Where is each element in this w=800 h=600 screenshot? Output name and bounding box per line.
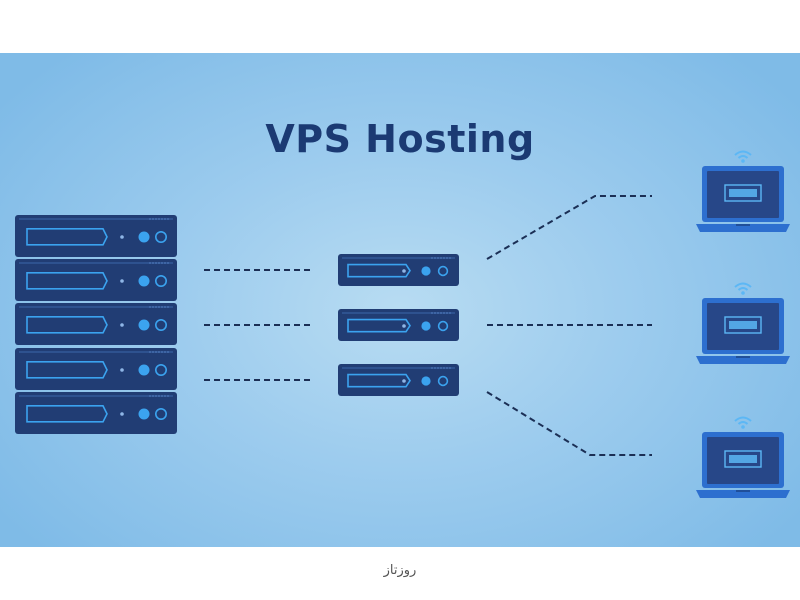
virtual-server-icon xyxy=(338,309,459,341)
laptop-icon xyxy=(696,150,790,232)
wifi-icon xyxy=(734,416,752,429)
server-rack-icon xyxy=(15,215,177,434)
connector-line xyxy=(486,391,652,456)
client-laptops xyxy=(696,150,790,498)
virtual-servers xyxy=(338,254,459,396)
rack-unit xyxy=(15,215,177,257)
rack-unit xyxy=(15,303,177,345)
connector-line xyxy=(486,195,652,260)
wifi-icon xyxy=(734,150,752,163)
wifi-icon xyxy=(734,282,752,295)
rack-unit xyxy=(15,392,177,434)
virtual-server-icon xyxy=(338,364,459,396)
page-title: VPS Hosting xyxy=(265,117,535,161)
virtual-server-icon xyxy=(338,254,459,286)
laptop-icon xyxy=(696,282,790,364)
rack-unit xyxy=(15,259,177,301)
footer-caption: روزتاز xyxy=(383,563,417,578)
laptop-icon xyxy=(696,416,790,498)
connector-lines xyxy=(204,195,652,456)
rack-unit xyxy=(15,348,177,390)
